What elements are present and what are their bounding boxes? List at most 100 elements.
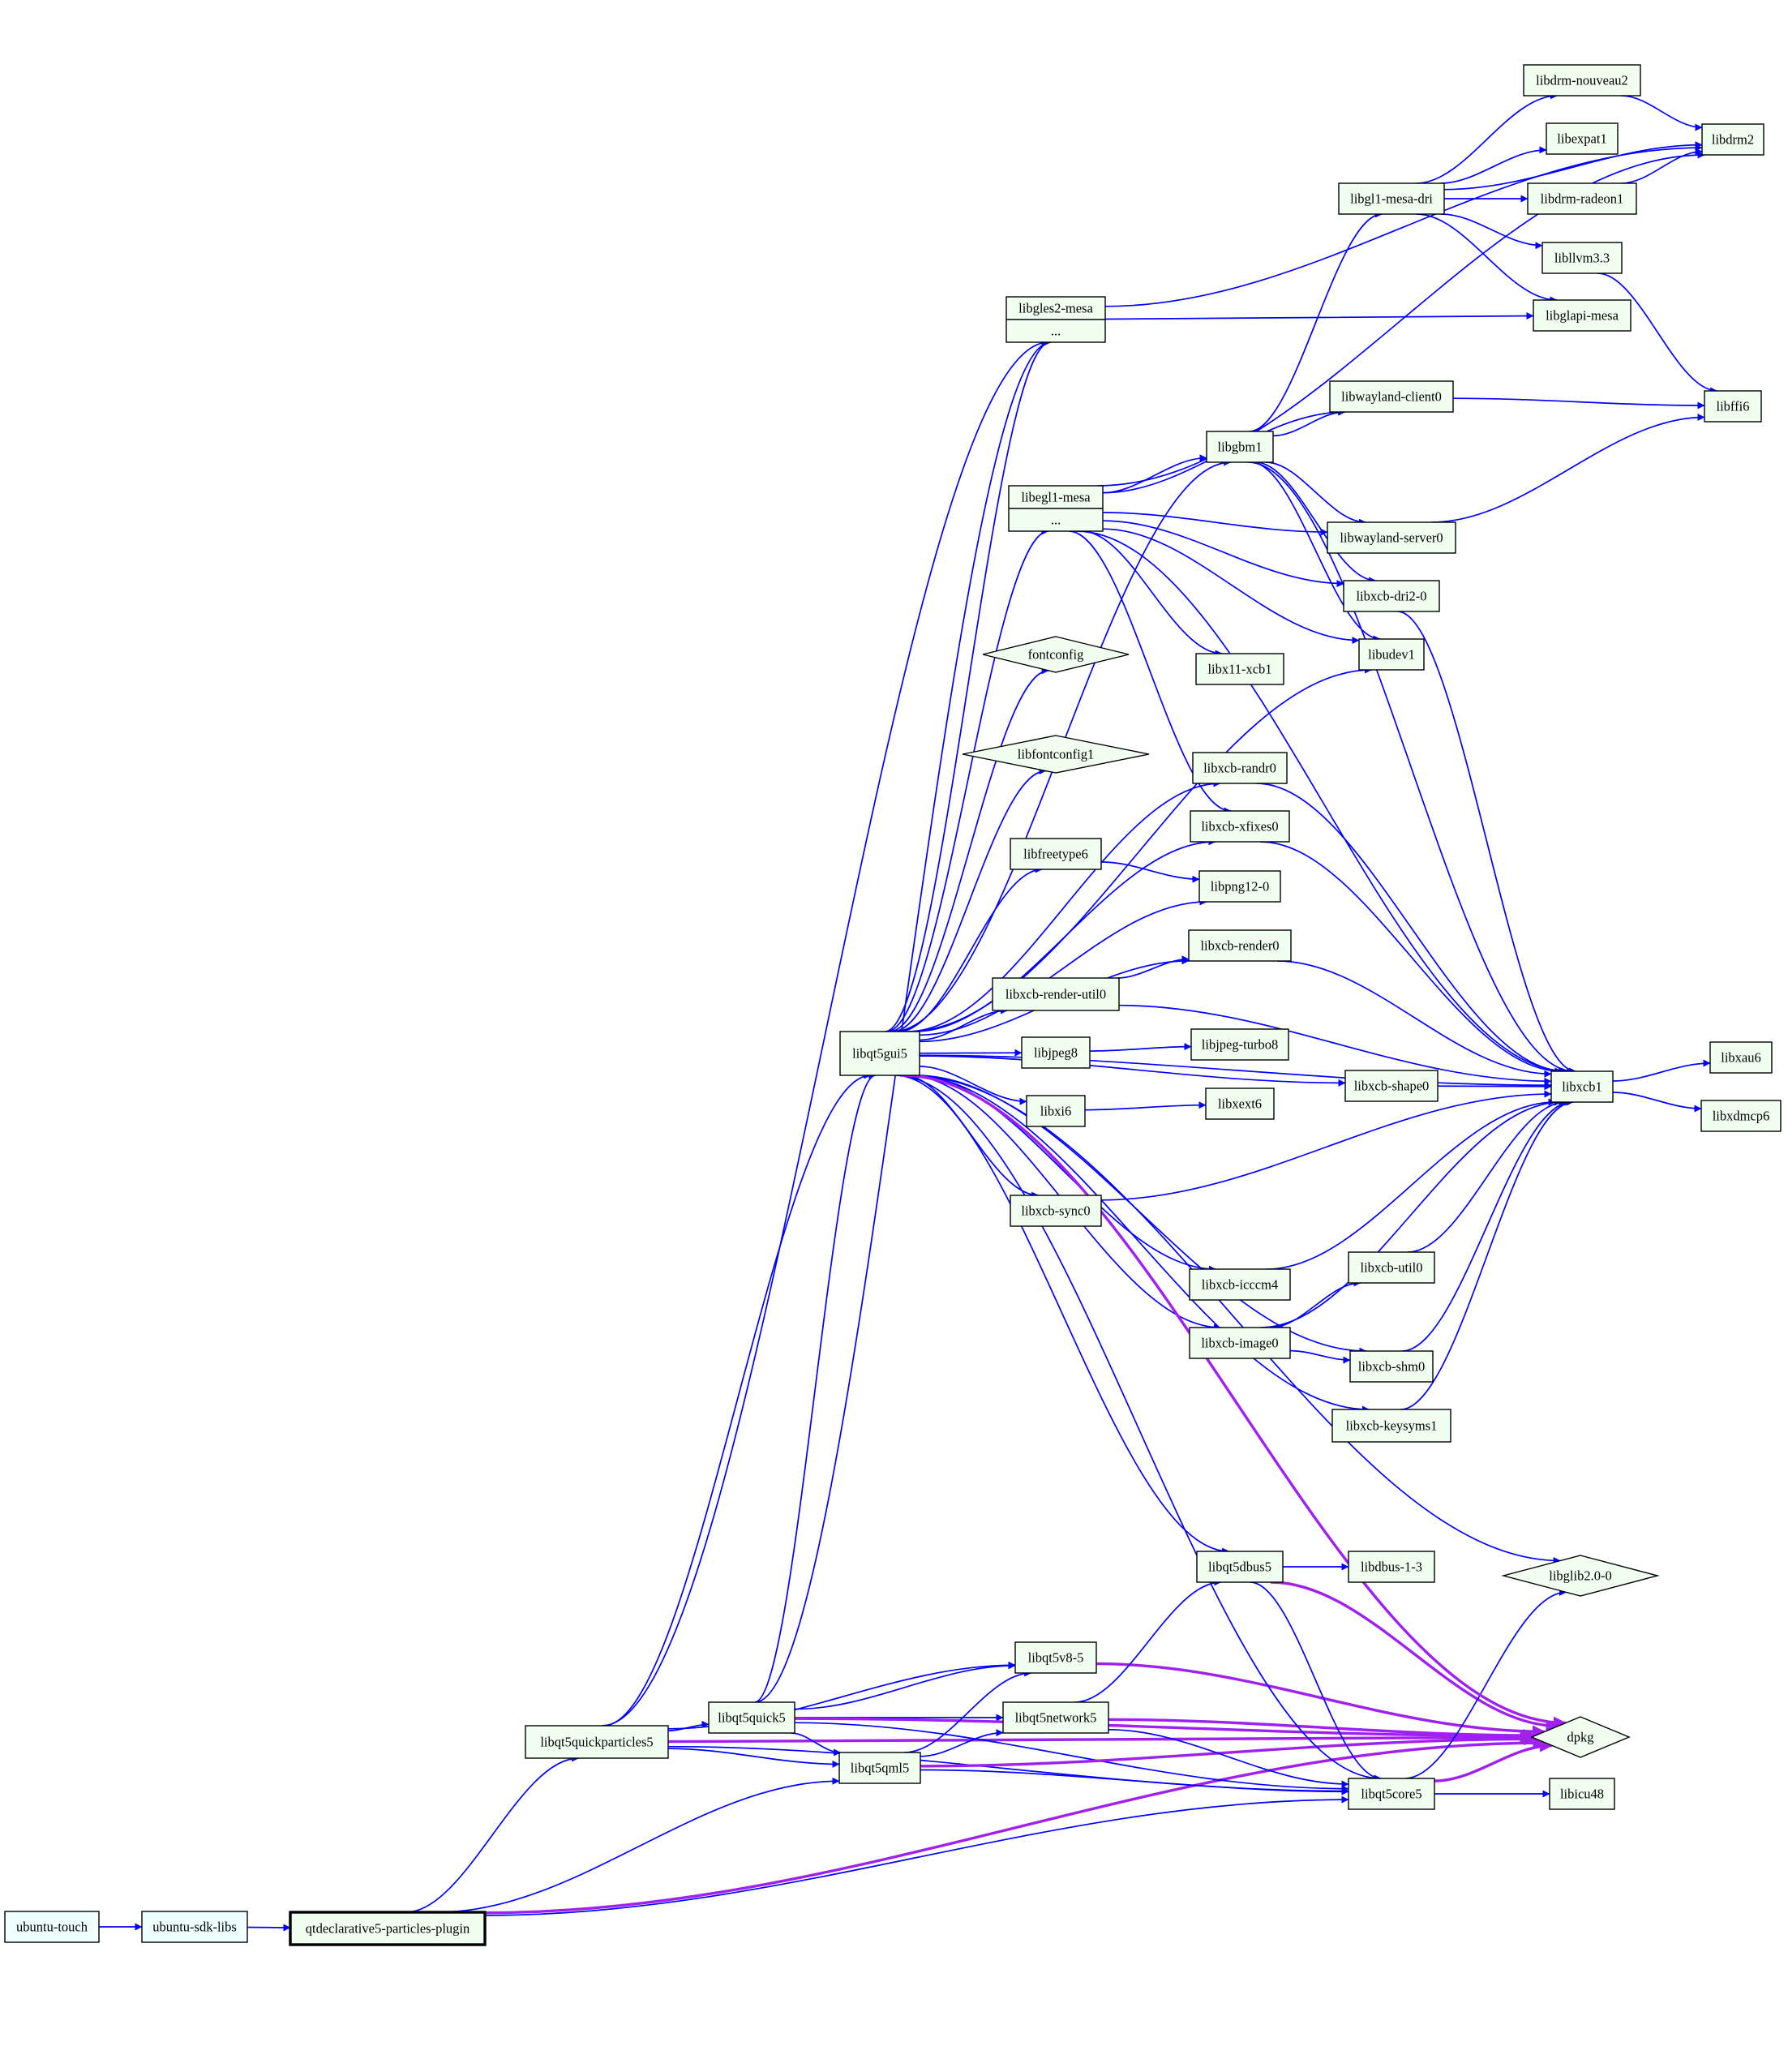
edge-libqt5gui5-to-libxcb1: [919, 1054, 1552, 1089]
node-libxcb-util0[interactable]: libxcb-util0: [1348, 1251, 1435, 1284]
node-libx11-xcb1[interactable]: libx11-xcb1: [1195, 653, 1284, 685]
node-libqt5quick5[interactable]: libqt5quick5: [708, 1701, 795, 1734]
node-shape: [1550, 1070, 1614, 1103]
edge-libqt5qml5-to-libqt5core5: [920, 1769, 1349, 1795]
node-libgbm1[interactable]: libgbm1: [1206, 431, 1274, 463]
node-libdrm2[interactable]: libdrm2: [1701, 123, 1764, 156]
node-libqt5v8-5[interactable]: libqt5v8-5: [1014, 1641, 1097, 1674]
node-libwayland-server0[interactable]: libwayland-server0: [1327, 521, 1456, 554]
edge-libgl1-mesa-dri-to-libllvm3.3: [1441, 213, 1543, 250]
node-shape: [1344, 1070, 1439, 1102]
edge-libwayland-client0-to-libffi6: [1452, 397, 1705, 410]
node-libglapi-mesa[interactable]: libglapi-mesa: [1533, 299, 1631, 332]
node-label: ubuntu-touch: [16, 1920, 88, 1935]
node-libqt5qml5[interactable]: libqt5qml5: [838, 1752, 921, 1784]
edge-libxcb-render-util0-to-libxcb-render0: [1117, 955, 1190, 979]
edge-libqt5network5-to-dpkg: [1108, 1718, 1537, 1742]
edge-libqt5gui5-to-libxcb-shape0: [919, 1055, 1346, 1087]
node-shape: [289, 1911, 487, 1946]
node-ubuntu-sdk-libs[interactable]: ubuntu-sdk-libs: [141, 1911, 248, 1943]
edge-libqt5gui5-to-libpng12-0: [919, 898, 1207, 1036]
node-ubuntu-touch[interactable]: ubuntu-touch: [4, 1911, 100, 1943]
edge-libqt5quickparticles5-to-libqt5qml5: [667, 1748, 840, 1768]
node-libqt5network5[interactable]: libqt5network5: [1002, 1701, 1109, 1734]
node-libxcb-xfixes0[interactable]: libxcb-xfixes0: [1190, 810, 1290, 843]
node-libdrm-nouveau2[interactable]: libdrm-nouveau2: [1523, 64, 1641, 97]
node-libxcb-keysyms1[interactable]: libxcb-keysyms1: [1331, 1409, 1451, 1443]
node-libgles2-mesa[interactable]: libgles2-mesa...: [1005, 296, 1106, 343]
node-shape: [1205, 1087, 1275, 1120]
node-shape: [1501, 1555, 1660, 1597]
node-shape: [1348, 1551, 1435, 1583]
node-shape: [1190, 1028, 1289, 1061]
node-libwayland-client0[interactable]: libwayland-client0: [1329, 380, 1454, 413]
node-libfontconfig1[interactable]: libfontconfig1: [962, 735, 1150, 774]
node-libllvm3.3[interactable]: libllvm3.3: [1541, 242, 1623, 274]
node-shape: [1002, 1701, 1109, 1734]
node-libglib2.0-0[interactable]: libglib2.0-0: [1501, 1555, 1660, 1597]
edge-libxcb1-to-libxdmcp6: [1612, 1092, 1702, 1113]
edge-libqt5quick5-to-libqt5gui5: [754, 1071, 877, 1703]
node-shape: [1010, 838, 1102, 870]
node-libxi6[interactable]: libxi6: [1026, 1095, 1086, 1127]
node-libdbus-1-3[interactable]: libdbus-1-3: [1348, 1551, 1435, 1583]
node-libgl1-mesa-dri[interactable]: libgl1-mesa-dri: [1338, 182, 1445, 215]
node-shape: [1192, 752, 1288, 784]
node-libudev1[interactable]: libudev1: [1358, 638, 1425, 671]
edge-libgbm1-to-libwayland-server0: [1265, 461, 1366, 526]
node-libxcb-render-util0[interactable]: libxcb-render-util0: [992, 977, 1120, 1011]
node-libxcb-shape0[interactable]: libxcb-shape0: [1344, 1070, 1439, 1102]
edge-libxcb-image0-to-libxcb1: [1260, 1098, 1563, 1328]
node-libjpeg8[interactable]: libjpeg8: [1021, 1036, 1091, 1069]
edge-libqt5quick5-to-libqt5qml5: [791, 1732, 842, 1757]
node-libdrm-radeon1[interactable]: libdrm-radeon1: [1527, 182, 1637, 215]
edge-libgbm1-to-libgl1-mesa-dri: [1249, 210, 1383, 432]
edge-libxcb-image0-to-libxcb-util0: [1271, 1279, 1361, 1328]
node-libxau6[interactable]: libxau6: [1709, 1041, 1773, 1074]
node-libqt5quickparticles5[interactable]: libqt5quickparticles5: [525, 1725, 669, 1759]
edge-libxcb-image0-to-libxcb-shm0: [1289, 1349, 1351, 1364]
node-label: libjpeg8: [1034, 1045, 1078, 1061]
edge-libqt5network5-to-libqt5dbus5: [1074, 1578, 1222, 1703]
node-libxdmcp6[interactable]: libxdmcp6: [1700, 1100, 1782, 1132]
node-fontconfig[interactable]: fontconfig: [982, 636, 1130, 673]
node-label: libwayland-client0: [1341, 389, 1442, 405]
node-libicu48[interactable]: libicu48: [1549, 1778, 1615, 1810]
node-libfreetype6[interactable]: libfreetype6: [1010, 838, 1102, 870]
node-shape: [1530, 1716, 1631, 1758]
node-dpkg[interactable]: dpkg: [1530, 1716, 1631, 1758]
edge-libqt5dbus5-to-libqt5core5: [1250, 1581, 1382, 1782]
node-shape: [1349, 1350, 1434, 1383]
node-libexpat1[interactable]: libexpat1: [1546, 122, 1619, 155]
edge-qtdeclarative5-particles-plugin-to-libqt5qml5: [437, 1777, 840, 1913]
node-libxcb-image0[interactable]: libxcb-image0: [1189, 1327, 1291, 1359]
node-libxext6[interactable]: libxext6: [1205, 1087, 1275, 1120]
node-libxcb-dri2-0[interactable]: libxcb-dri2-0: [1343, 580, 1440, 612]
node-label: libqt5core5: [1361, 1787, 1421, 1802]
edge-libqt5gui5-to-libxcb-keysyms1: [910, 1075, 1370, 1414]
node-libqt5gui5[interactable]: libqt5gui5: [839, 1031, 920, 1076]
node-label: libqt5dbus5: [1208, 1559, 1271, 1575]
node-label: libxau6: [1721, 1050, 1761, 1066]
node-libxcb-shm0[interactable]: libxcb-shm0: [1349, 1350, 1434, 1383]
node-label: libegl1-mesa: [1021, 490, 1091, 505]
edge-libxcb-render-util0-to-libxcb1: [1118, 1004, 1552, 1085]
node-libxcb-icccm4[interactable]: libxcb-icccm4: [1189, 1268, 1291, 1301]
node-libxcb1[interactable]: libxcb1: [1550, 1070, 1614, 1103]
edge-libqt5quickparticles5-to-libqt5core5: [667, 1745, 1349, 1795]
node-libjpeg-turbo8[interactable]: libjpeg-turbo8: [1190, 1028, 1289, 1061]
node-shape: [1700, 1100, 1782, 1132]
node-label: libpng12-0: [1211, 879, 1269, 894]
edge-libqt5gui5-to-libxcb-render-util0: [919, 1006, 1008, 1041]
edge-libqt5dbus5-to-dpkg: [1270, 1581, 1559, 1733]
node-libxcb-sync0[interactable]: libxcb-sync0: [1010, 1195, 1102, 1227]
node-libqt5core5[interactable]: libqt5core5: [1348, 1778, 1435, 1810]
node-qtdeclarative5-particles-plugin[interactable]: qtdeclarative5-particles-plugin: [289, 1911, 487, 1946]
node-libxcb-randr0[interactable]: libxcb-randr0: [1192, 752, 1288, 784]
edge-libgl1-mesa-dri-to-libdrm-nouveau2: [1416, 92, 1558, 184]
node-libxcb-render0[interactable]: libxcb-render0: [1188, 929, 1292, 962]
node-libegl1-mesa[interactable]: libegl1-mesa...: [1008, 485, 1104, 532]
node-libqt5dbus5[interactable]: libqt5dbus5: [1196, 1551, 1284, 1583]
node-libpng12-0[interactable]: libpng12-0: [1198, 870, 1281, 903]
node-libffi6[interactable]: libffi6: [1704, 390, 1762, 423]
